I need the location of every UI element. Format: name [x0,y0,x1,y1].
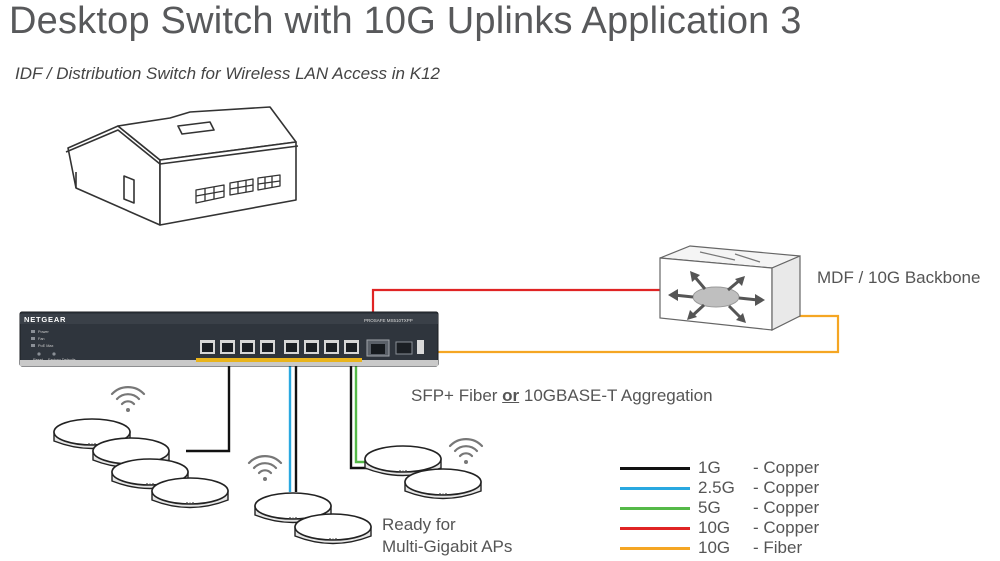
legend-media: - Copper [753,518,820,537]
cable-1g-copper [186,355,231,453]
ap-note-line-2: Multi-Gigabit APs [382,537,513,556]
rj45-port-opening [242,343,253,352]
reset-button-label: Reset [33,358,44,362]
rj45-port-opening [202,343,213,352]
legend-speed: 2.5G [698,478,735,497]
legend-swatch [620,547,690,550]
access-points [53,418,482,545]
rj45-port-opening [262,343,273,352]
legend-speed: 10G [698,518,731,537]
ap-note: Ready for Multi-Gigabit APs [382,514,512,558]
access-point-icon [151,477,229,509]
aggregation-prefix: SFP+ Fiber [411,386,503,405]
access-point-icon [254,492,332,524]
legend-media: - Fiber [753,538,803,557]
status-label-fan: Fan [38,337,45,341]
aggregation-or: or [502,386,520,405]
legend-speed: 5G [698,498,721,517]
switch-ports [196,336,362,362]
rj45-port-opening [286,343,297,352]
legend-swatch [620,527,690,530]
mdf-backbone-label: MDF / 10G Backbone [817,268,981,287]
status-label-power: Power [38,330,49,334]
aggregation-label: SFP+ Fiber or 10GBASE-T Aggregation [411,386,713,406]
rj45-port-opening [306,343,317,352]
ap-note-line-1: Ready for [382,515,456,534]
network-switch-icon: NETGEAR PROSAFE MS510TXPP Power Fan PoE … [19,311,439,367]
legend-speed: 10G [698,538,731,557]
page-subtitle: IDF / Distribution Switch for Wireless L… [15,64,440,83]
legend-swatch [620,487,690,490]
cable-1g-copper-3 [349,352,374,470]
legend-speed: 1G [698,458,721,477]
factory-defaults-label: Factory Defaults [48,358,76,362]
legend-media: - Copper [753,478,820,497]
rj45-port-opening [346,343,357,352]
access-point-icon [294,513,372,545]
rj45-port-opening [326,343,337,352]
status-label-poe-max: PoE Max [38,344,54,348]
port-bay [196,336,362,358]
aggregation-suffix: 10GBASE-T Aggregation [519,386,713,405]
legend-media: - Copper [753,498,820,517]
page-title: Desktop Switch with 10G Uplinks Applicat… [9,0,802,42]
legend-media: - Copper [753,458,820,477]
cable-10g-fiber [402,314,840,354]
wifi-icon [110,386,484,481]
cable-5g-copper [354,352,374,464]
backbone-router-icon [659,245,801,331]
legend-swatch [620,467,690,470]
switch-model: PROSAFE MS510TXPP [364,318,413,323]
switch-brand: NETGEAR [24,315,66,324]
legend-swatch [620,507,690,510]
access-point-icon [404,468,482,500]
rj45-port-opening [222,343,233,352]
building-icon [65,106,299,226]
